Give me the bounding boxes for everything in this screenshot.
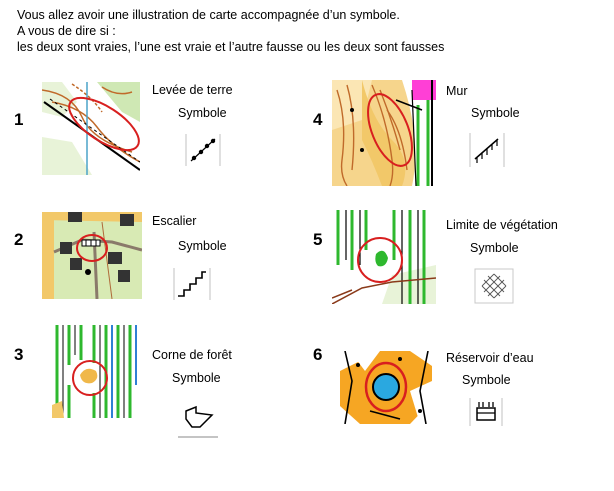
item-6-symbol-label: Symbole [462, 373, 511, 387]
wall-icon [468, 131, 506, 169]
item-5-number: 5 [313, 230, 323, 249]
item-5-title: Limite de végétation [446, 218, 558, 232]
staircase-steps-icon [172, 266, 212, 302]
item-6-number: 6 [313, 345, 323, 364]
item-3-title: Corne de forêt [152, 348, 232, 362]
item-2-map-image [42, 212, 142, 299]
item-3-symbol-label: Symbole [172, 371, 221, 385]
instructions-line-3: les deux sont vraies, l’une est vraie et… [17, 40, 445, 54]
instructions-line-1: Vous allez avoir une illustration de car… [17, 8, 400, 22]
item-1-title: Levée de terre [152, 83, 233, 97]
item-3-number: 3 [14, 345, 24, 364]
crosshatch-vegetation-icon [474, 268, 514, 304]
water-tank-icon [468, 396, 504, 428]
item-2-title: Escalier [152, 214, 197, 228]
item-2-number: 2 [14, 230, 24, 249]
item-6-map-image [340, 351, 432, 424]
item-1-symbol-label: Symbole [178, 106, 227, 120]
item-2-symbol-label: Symbole [178, 239, 227, 253]
item-3-map-image [52, 325, 138, 418]
item-4-symbol-label: Symbole [471, 106, 520, 120]
item-5-symbol-label: Symbole [470, 241, 519, 255]
item-5-map-image [332, 210, 436, 304]
instructions: Vous allez avoir une illustration de car… [17, 7, 444, 55]
instructions-line-2: A vous de dire si : [17, 24, 116, 38]
item-4-title: Mur [446, 84, 468, 98]
item-1-map-image [42, 82, 140, 175]
item-1-number: 1 [14, 110, 24, 129]
item-6-title: Réservoir d’eau [446, 351, 534, 365]
forest-corner-icon [176, 399, 220, 441]
earth-bank-dotted-line-icon [184, 132, 222, 168]
item-4-number: 4 [313, 110, 323, 129]
item-4-map-image [332, 80, 436, 186]
